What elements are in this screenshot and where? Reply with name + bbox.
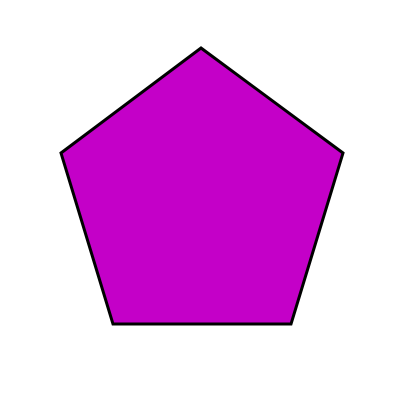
pentagon-shape xyxy=(59,46,345,326)
